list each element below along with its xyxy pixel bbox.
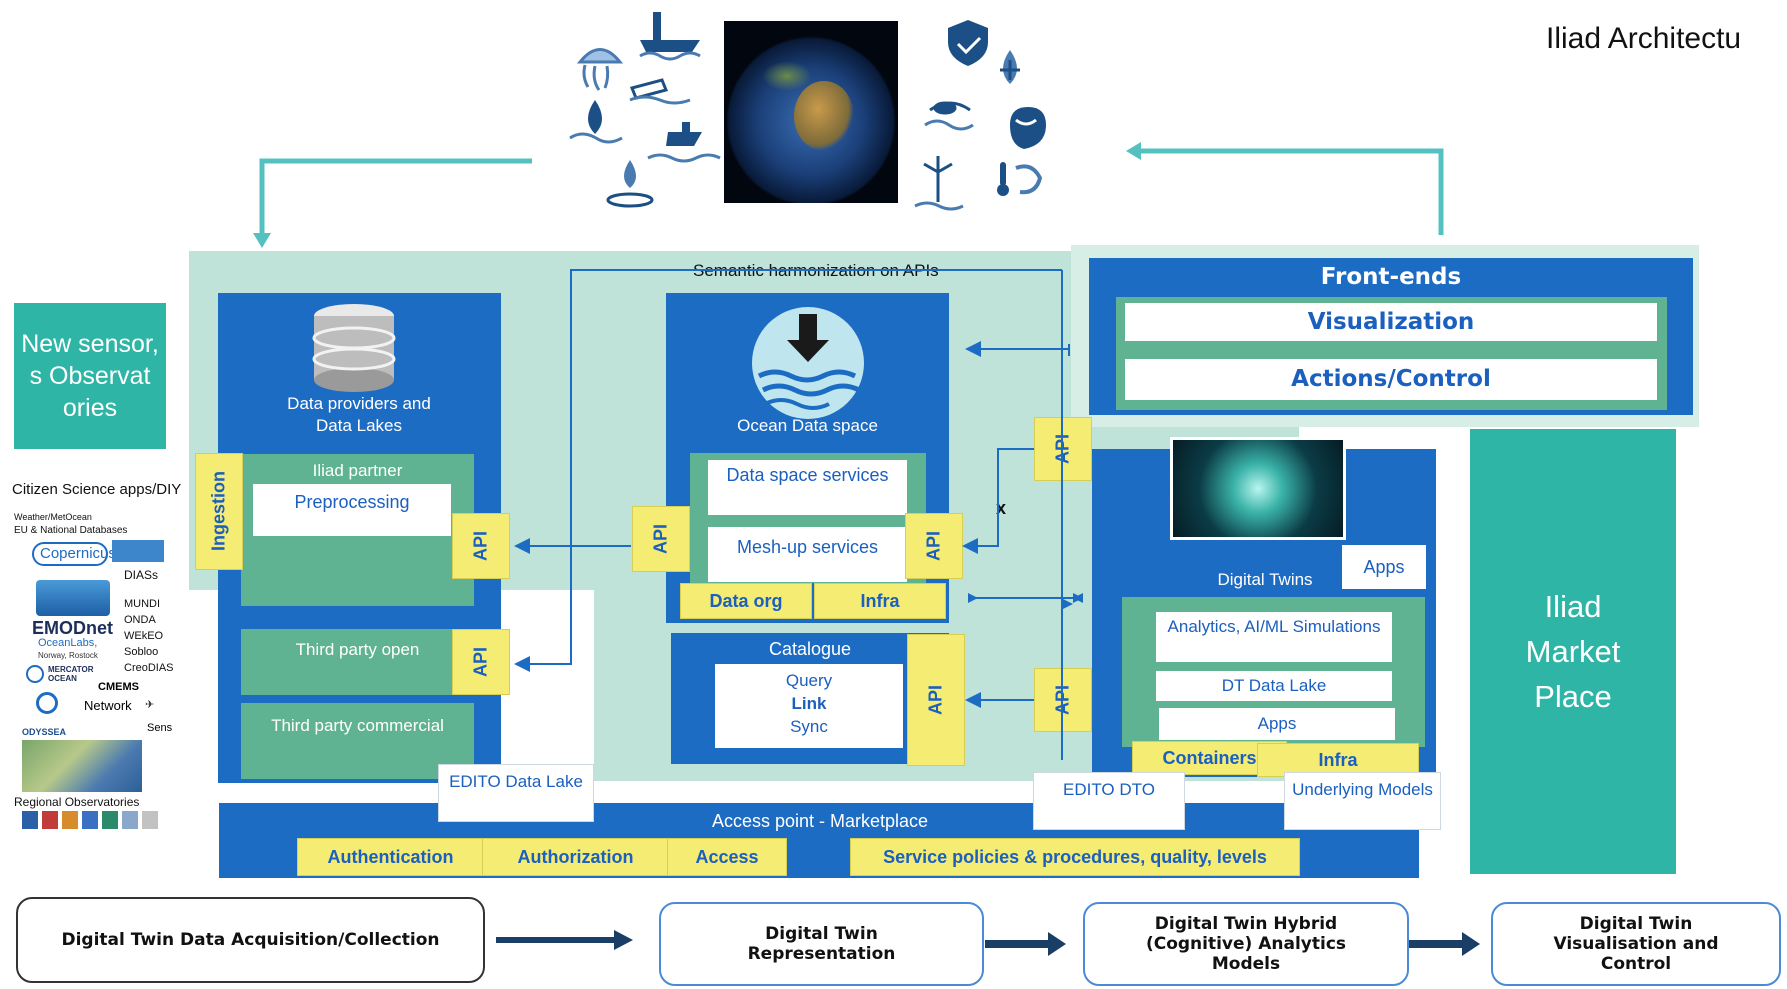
feedback-arrow-left xyxy=(259,158,532,237)
eu-databases-label: EU & National Databases xyxy=(14,525,128,536)
weather-label: Weather/MetOcean xyxy=(14,512,92,522)
jellyfish-icon xyxy=(576,48,624,91)
providers-api-2: API xyxy=(452,629,510,695)
catalogue-api: API xyxy=(907,634,965,766)
access-point-title: Access point - Marketplace xyxy=(711,811,929,831)
regional-logos xyxy=(22,811,162,833)
actions-control-box: Actions/Control xyxy=(1125,359,1657,400)
data-org-label: Data org xyxy=(680,583,812,619)
emodnet-logo-icon xyxy=(36,580,110,616)
catalogue-box: Query Link Sync xyxy=(715,664,903,748)
mercator-logo-icon xyxy=(26,665,44,683)
pipeline-acquisition: Digital Twin Data Acquisition/Collection xyxy=(16,897,485,983)
visualization-box: Visualization xyxy=(1125,303,1657,341)
twins-api-top: API xyxy=(1034,417,1092,481)
emodnet-label: EMODnet xyxy=(32,618,113,638)
providers-api-1: API xyxy=(452,513,510,579)
twins-apps-tab: Apps xyxy=(1342,545,1426,589)
oil-drop-icon xyxy=(606,160,654,208)
dt-data-lake-box: DT Data Lake xyxy=(1156,671,1392,701)
catalogue-query: Query xyxy=(785,671,833,690)
wind-turbine-icon xyxy=(914,156,964,211)
underlying-models-box: Underlying Models xyxy=(1284,772,1441,830)
pipeline-representation: Digital Twin Representation xyxy=(659,902,984,986)
twins-infra-label: Infra xyxy=(1257,743,1419,777)
preprocessing-box: Preprocessing xyxy=(253,484,451,536)
ocean-download-icon xyxy=(749,304,867,422)
digital-twins-title: Digital Twins xyxy=(1217,570,1313,589)
pipeline-analytics: Digital Twin Hybrid (Cognitive) Analytic… xyxy=(1083,902,1409,986)
mercator-label: MERCATOR OCEAN xyxy=(48,665,94,683)
shield-ship-icon xyxy=(948,20,988,66)
database-icon xyxy=(305,302,403,394)
digital-globe-image xyxy=(1170,437,1346,540)
data-space-services-box: Data space services xyxy=(708,460,907,515)
analytics-box: Analytics, AI/ML Simulations xyxy=(1156,612,1392,662)
thermometer-wave-icon xyxy=(997,162,1043,196)
water-drop-icon xyxy=(569,100,623,144)
network-label: Network xyxy=(84,698,132,713)
copernicus-logo: Copernicus xyxy=(32,542,116,566)
diagram-title: Iliad Architectu xyxy=(1546,22,1742,55)
catalogue-sync: Sync xyxy=(790,717,828,736)
frontends-title: Front-ends xyxy=(1320,264,1462,290)
iliad-marketplace-box: Iliad Market Place xyxy=(1470,429,1676,874)
norway-label: Norway, Rostock xyxy=(38,651,98,660)
sensors-label: Sens xyxy=(147,722,173,734)
plug-drop-icon xyxy=(1000,50,1020,84)
cmems-label: CMEMS xyxy=(98,681,139,693)
odyssea-label: ODYSSEA xyxy=(22,727,67,737)
ingestion-label: Ingestion xyxy=(195,453,243,570)
wave-tool-icon xyxy=(1010,107,1046,149)
catalogue-title: Catalogue xyxy=(768,639,852,659)
service-policies-label: Service policies & procedures, quality, … xyxy=(850,838,1300,876)
pipeline-visualisation: Digital Twin Visualisation and Control xyxy=(1491,902,1781,986)
authentication-label: Authentication xyxy=(297,838,484,876)
new-sensor-box: New sensor, s Observat ories xyxy=(14,303,166,449)
third-party-open-box: Third party open xyxy=(241,629,474,695)
blocked-x-mark: x xyxy=(996,498,1007,518)
regional-observatories-label: Regional Observatories xyxy=(14,795,140,809)
fish-net-icon xyxy=(924,101,974,131)
ship-icon xyxy=(647,122,721,163)
satellite-icon: ✈ xyxy=(145,699,155,711)
third-party-commercial-box: Third party commercial xyxy=(241,703,474,779)
edito-data-lake-box: EDITO Data Lake xyxy=(438,764,594,822)
ocean-api-left: API xyxy=(632,506,690,572)
bottle-icon xyxy=(629,78,691,105)
ocean-data-space-title: Ocean Data space xyxy=(737,416,878,435)
iliad-partner-label: Iliad partner xyxy=(312,461,403,480)
dias-list: MUNDI ONDA WEkEO Sobloo CreoDIAS xyxy=(124,598,174,674)
lighthouse-ship-icon xyxy=(639,12,701,61)
regional-map-image xyxy=(22,740,142,792)
mesh-up-services-box: Mesh-up services xyxy=(708,527,907,582)
ocean-infra-label: Infra xyxy=(814,583,946,619)
ocean-api-right: API xyxy=(905,513,963,579)
oceanlabs-label: OceanLabs, xyxy=(38,637,98,649)
seacatalog-logo xyxy=(112,540,164,562)
odyssea-logo-icon xyxy=(36,692,58,714)
twins-api-bottom: API xyxy=(1034,668,1092,732)
authorization-label: Authorization xyxy=(482,838,669,876)
access-label: Access xyxy=(667,838,787,876)
catalogue-link: Link xyxy=(791,694,827,713)
edito-dto-box: EDITO DTO xyxy=(1033,772,1185,830)
twins-apps-box: Apps xyxy=(1159,708,1395,740)
semantic-harmonization-label: Semantic harmonization on APIs xyxy=(693,261,939,280)
feedback-arrow-right xyxy=(1138,148,1444,235)
earth-globe-image xyxy=(724,21,898,203)
diass-label: DIASs xyxy=(124,568,159,582)
data-providers-title: Data providers and Data Lakes xyxy=(287,394,431,435)
citizen-science-label: Citizen Science apps/DIY xyxy=(12,481,182,498)
